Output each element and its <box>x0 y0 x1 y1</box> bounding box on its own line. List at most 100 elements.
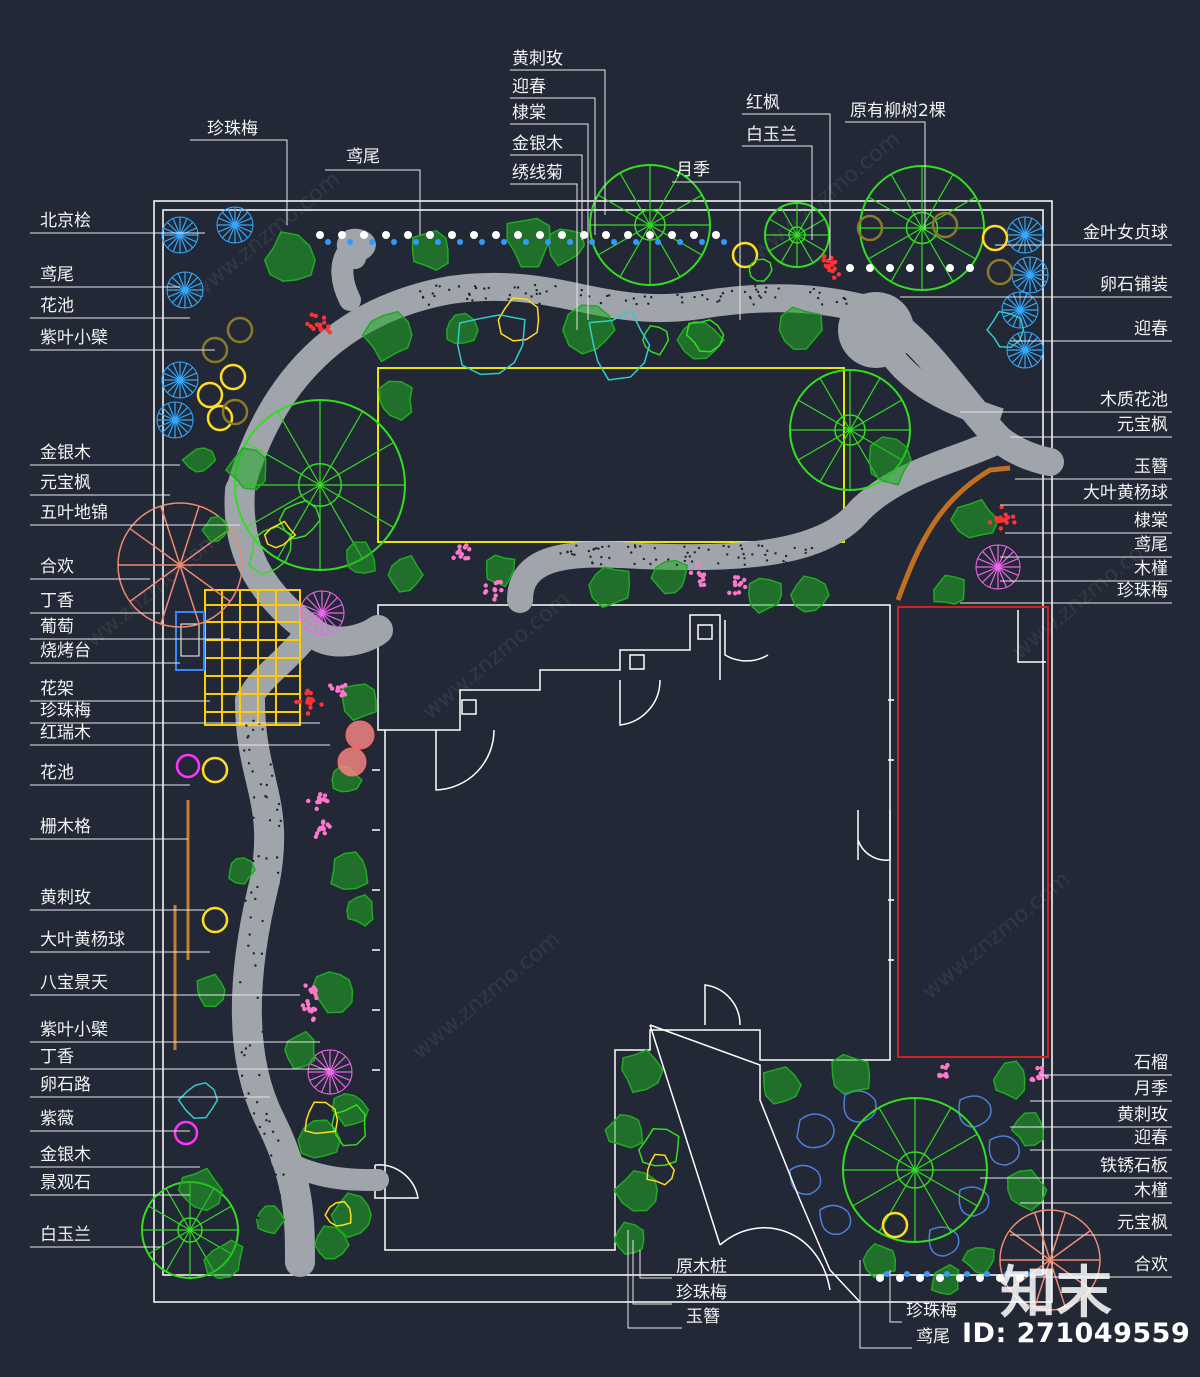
driveway-outline <box>1017 610 1046 663</box>
border-flower <box>545 239 551 245</box>
boxwood-ball-6 <box>201 756 229 784</box>
watermark-2: www.znzmo.com <box>418 587 575 725</box>
shrub-mass-44 <box>862 1242 897 1279</box>
label-left-14: 红瑞木 <box>40 723 91 743</box>
border-flower <box>404 231 412 239</box>
lawn-area <box>377 367 845 543</box>
dogwood-1 <box>345 720 375 750</box>
border-flower <box>501 239 507 245</box>
border-flower <box>924 1271 930 1277</box>
shrub-mass-9 <box>778 306 823 350</box>
magnolia-tree-north <box>764 202 830 268</box>
label-right-2: 卵石铺装 <box>1100 275 1168 295</box>
shrub-mass-42 <box>1010 1112 1044 1147</box>
border-flower <box>964 1271 970 1277</box>
label-left-19: 八宝景天 <box>40 973 108 993</box>
boxwood-ball-7 <box>201 906 229 934</box>
shrub-mass-11 <box>378 380 413 421</box>
border-flower <box>646 231 654 239</box>
shrub-mass-8 <box>561 304 616 355</box>
label-right-9: 鸢尾 <box>1134 535 1168 555</box>
border-flower <box>360 231 368 239</box>
watermark-7: www.znzmo.com <box>68 527 225 665</box>
maple-tree-east <box>789 369 911 491</box>
juniper-shrub-2 <box>216 206 254 244</box>
shrub-mass-28 <box>331 1093 370 1127</box>
border-flower <box>1016 1274 1024 1282</box>
label-right-18: 元宝枫 <box>1117 1213 1168 1233</box>
border-flower <box>567 239 573 245</box>
label-bottom-1: 原木桩 <box>676 1257 727 1277</box>
leader-top-9 <box>742 113 831 260</box>
door-1 <box>435 729 495 791</box>
label-left-22: 卵石路 <box>40 1075 91 1095</box>
path-spur-east <box>865 324 1004 432</box>
north-border-flowers <box>316 231 1030 1282</box>
border-flower <box>602 231 610 239</box>
label-right-6: 玉簪 <box>1134 457 1168 477</box>
border-flower <box>956 1274 964 1282</box>
barberry-ring-3 <box>221 398 249 426</box>
pink-flower-6 <box>306 792 330 811</box>
shrub-mass-18 <box>789 575 830 613</box>
label-top-6: 珍珠梅 <box>207 119 258 139</box>
wall-ticks <box>372 699 894 1071</box>
shrub-mass-5 <box>361 310 413 363</box>
barberry-ring-6 <box>986 258 1014 286</box>
border-flower <box>926 264 934 272</box>
border-flower <box>944 1271 950 1277</box>
label-right-15: 迎春 <box>1134 1128 1168 1148</box>
leader-top-2 <box>510 97 596 235</box>
shrub-outline-3 <box>685 318 725 353</box>
hosta-bed-3 <box>304 1101 339 1135</box>
site-boundary <box>153 200 1053 1303</box>
label-bottom-2: 珍珠梅 <box>676 1283 727 1303</box>
shrub-mass-6 <box>446 312 479 345</box>
pergola <box>175 589 301 726</box>
border-flower <box>904 1271 910 1277</box>
label-left-10: 葡萄 <box>40 617 74 637</box>
label-left-21: 丁香 <box>40 1047 74 1067</box>
shrub-mass-47 <box>181 447 217 473</box>
rust-stone-slabs <box>789 1090 1020 1257</box>
shrub-mass-10 <box>224 447 267 491</box>
building-steps <box>385 614 721 731</box>
building-footprint <box>372 604 894 1251</box>
shrub-mass-15 <box>588 566 631 609</box>
border-flower <box>896 1274 904 1282</box>
shrub-mass-36 <box>604 1114 644 1149</box>
border-flower <box>984 1271 990 1277</box>
shrub-mass-39 <box>762 1066 802 1105</box>
label-right-7: 大叶黄杨球 <box>1083 483 1168 503</box>
border-flower <box>316 231 324 239</box>
shrub-mass-27 <box>284 1030 316 1070</box>
label-left-1: 北京桧 <box>40 211 91 231</box>
label-bottom-3: 玉簪 <box>686 1307 720 1327</box>
label-right-3: 迎春 <box>1134 319 1168 339</box>
label-top-3: 棣棠 <box>512 103 546 123</box>
shrub-mass-41 <box>992 1060 1026 1101</box>
label-left-2: 鸢尾 <box>40 265 74 285</box>
label-left-11: 烧烤台 <box>40 641 91 661</box>
window-1 <box>629 654 645 670</box>
juniper-shrub-5 <box>156 401 194 439</box>
label-left-12: 花架 <box>40 679 74 699</box>
border-flower <box>369 239 375 245</box>
shrub-mass-24 <box>330 851 369 891</box>
boxwood-ball-2 <box>219 363 247 391</box>
leader-bottom-3 <box>627 1230 682 1329</box>
door-2 <box>619 679 661 726</box>
border-flower <box>536 231 544 239</box>
boxwood-ball-4 <box>731 241 759 269</box>
label-left-16: 栅木格 <box>40 817 91 837</box>
outer-boundary <box>153 200 1053 1303</box>
crape-myrtle-1 <box>175 753 201 779</box>
red-flower-2 <box>987 504 1017 531</box>
shrub-mass-32 <box>256 1205 286 1235</box>
border-flower <box>470 231 478 239</box>
pink-flower-5 <box>328 682 348 698</box>
border-flower <box>976 1274 984 1282</box>
border-flower <box>906 264 914 272</box>
label-right-11: 珍珠梅 <box>1117 581 1168 601</box>
